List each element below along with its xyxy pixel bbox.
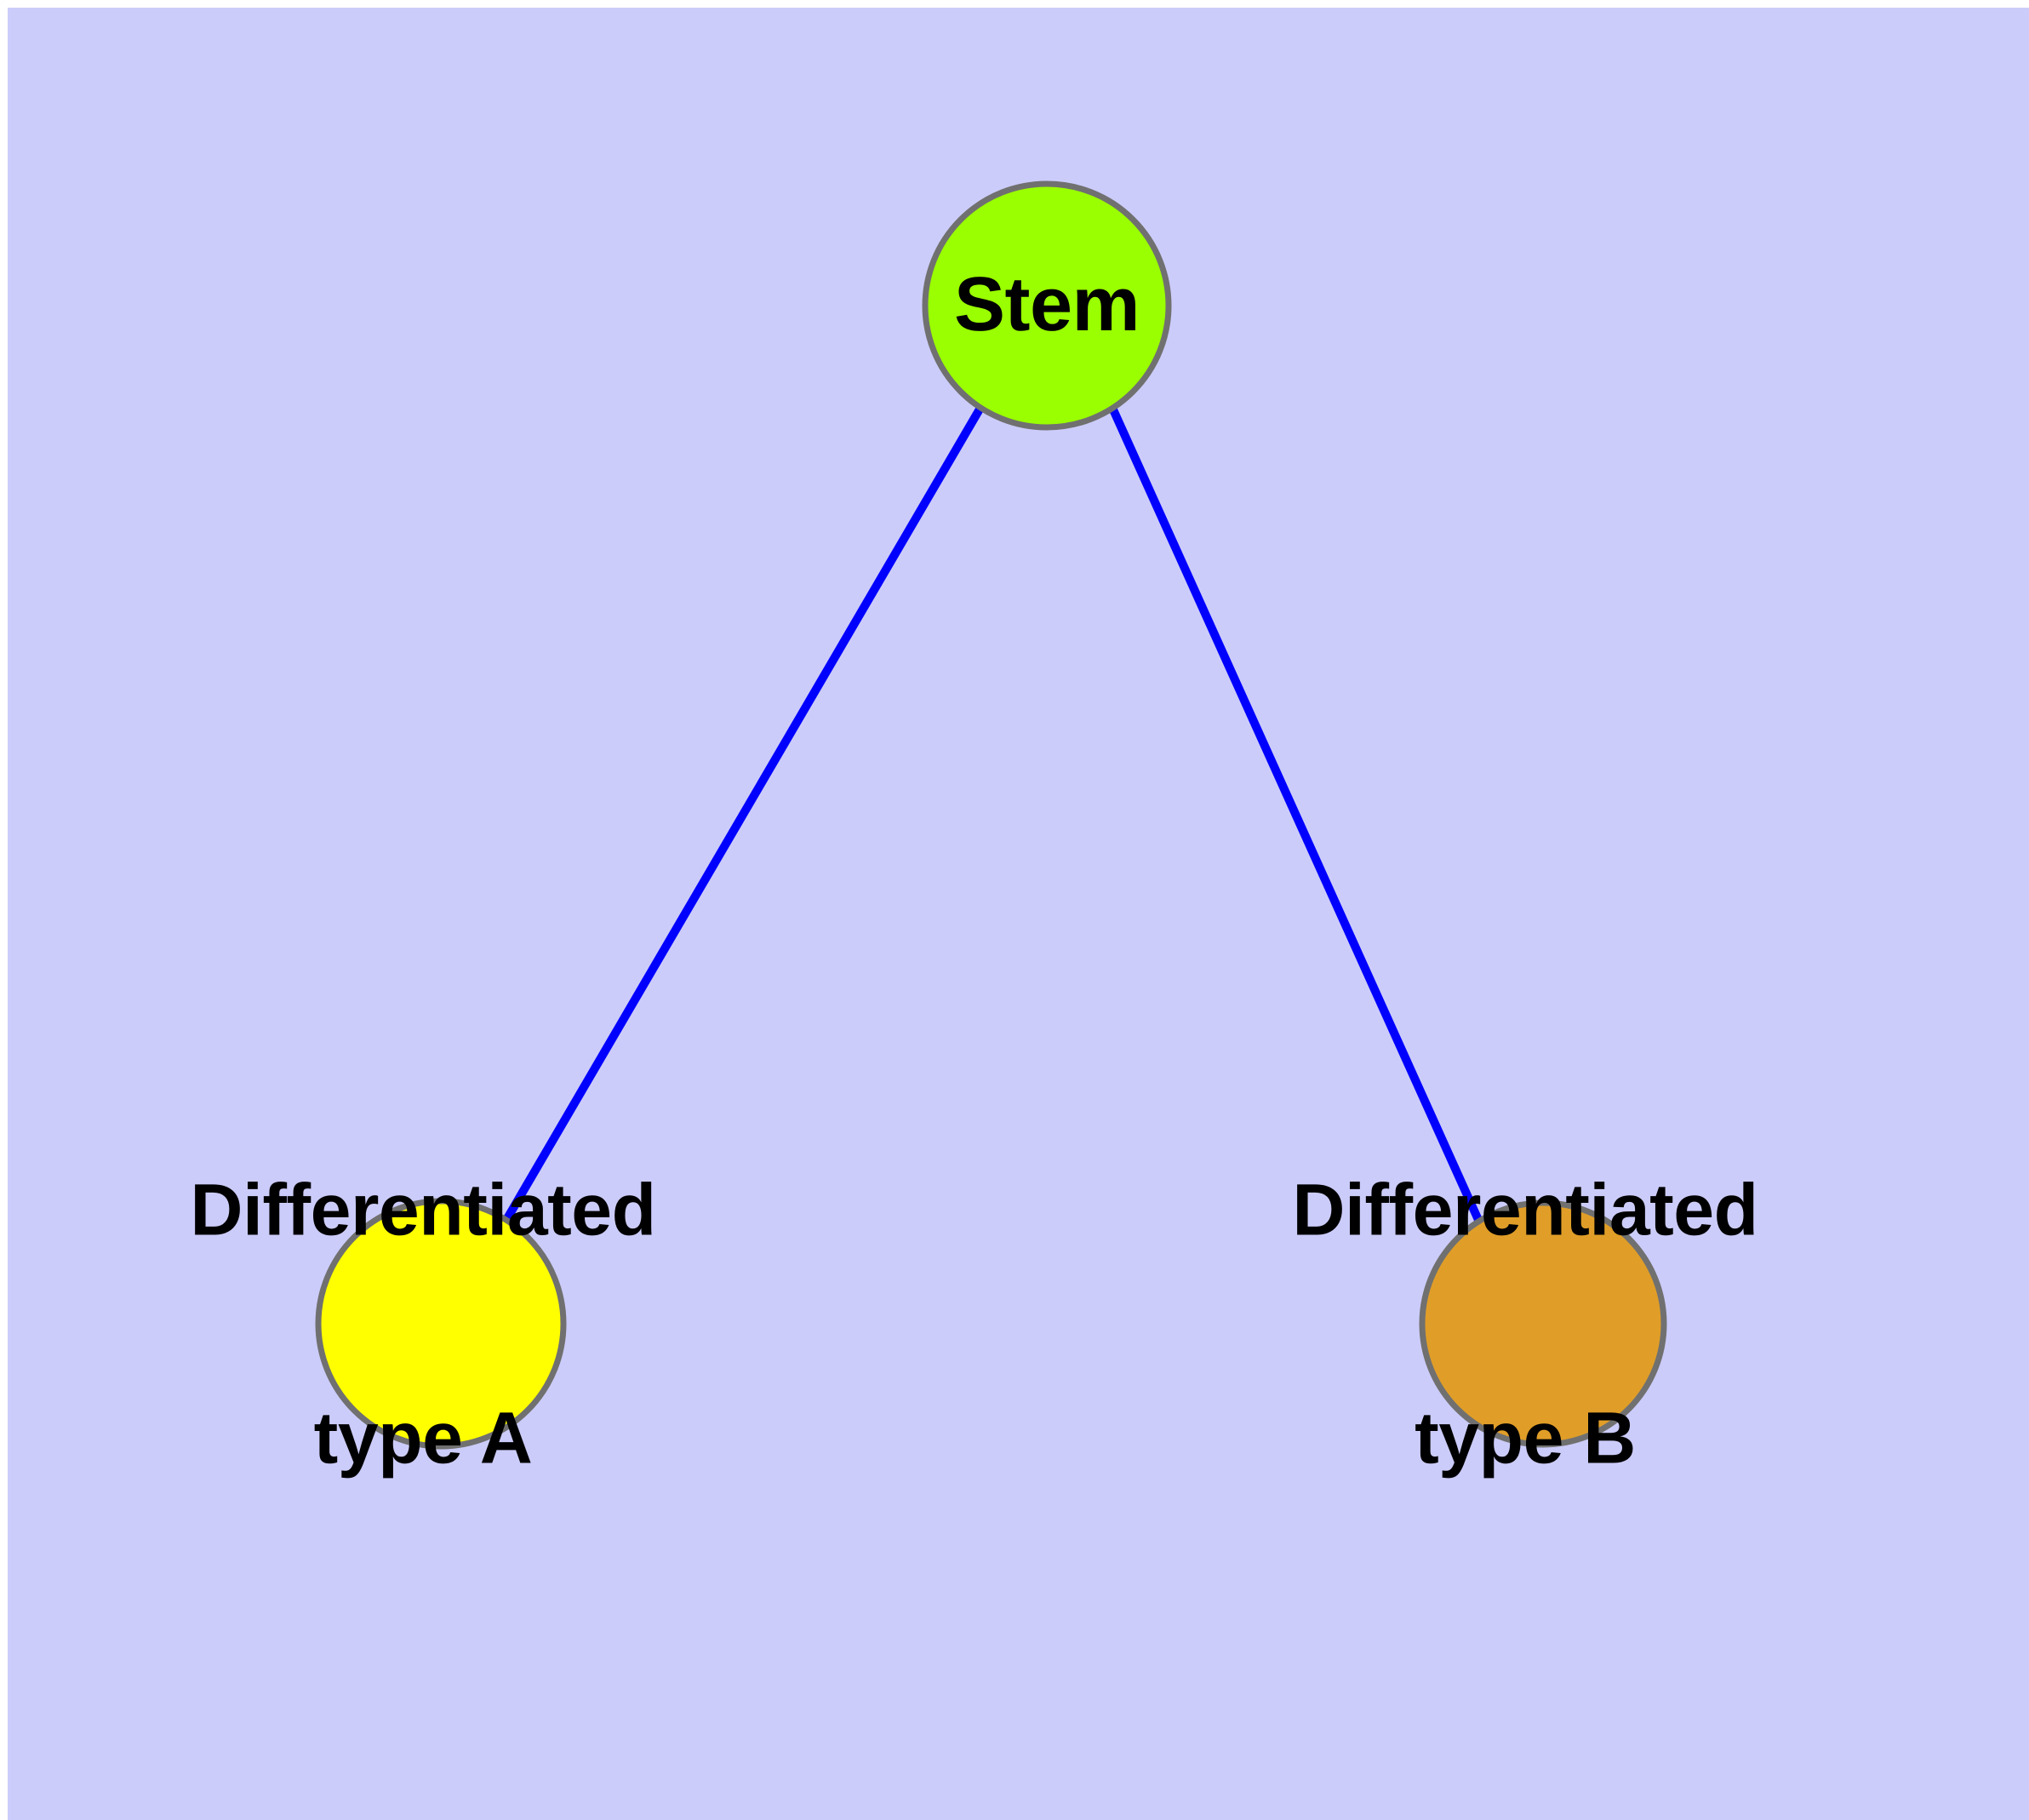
edge-stem-to-differentiated-type-b bbox=[1108, 405, 1483, 1222]
edge-stem-to-differentiated-type-a bbox=[502, 405, 985, 1222]
node-stem[interactable] bbox=[922, 180, 1172, 431]
edge-layer bbox=[502, 405, 1483, 1222]
node-layer bbox=[315, 180, 1667, 1450]
node-differentiated-type-b[interactable] bbox=[1419, 1199, 1667, 1448]
node-differentiated-type-a[interactable] bbox=[315, 1198, 567, 1450]
